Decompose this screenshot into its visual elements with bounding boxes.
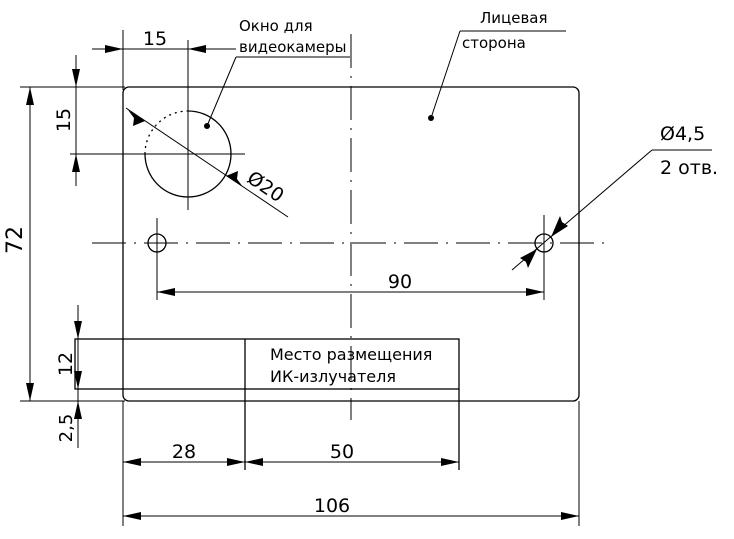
dim-holes-spacing: 90 — [157, 271, 544, 296]
ir-place-label-2: ИК-излучателя — [270, 367, 396, 386]
camera-window-circle — [137, 40, 245, 210]
camera-window-callout: Окно для видеокамеры — [204, 17, 350, 129]
dim-ir-offset-y: 2,5 — [56, 389, 82, 448]
dim-window-offset-x: 15 — [92, 28, 236, 53]
dim-ir-offset-x: 28 — [123, 441, 245, 466]
mounting-hole-left — [147, 218, 167, 300]
hole-diameter-text: Ø4,5 — [660, 123, 705, 145]
dim-ir-width: 50 — [245, 441, 459, 466]
ir-emitter-area — [74, 338, 460, 390]
dim-width-total: 106 — [123, 495, 579, 520]
front-side-label-1: Лицевая — [480, 9, 548, 27]
camera-window-label-1: Окно для — [239, 17, 313, 35]
mounting-hole-right — [534, 215, 554, 300]
ir-place-label-1: Место размещения — [270, 345, 432, 364]
front-side-label-2: сторона — [462, 34, 526, 52]
dim-height-total: 72 — [3, 87, 34, 401]
dim-ir-offset-x-text: 28 — [172, 441, 196, 463]
camera-window-label-2: видеокамеры — [239, 38, 347, 56]
dim-window-diameter-text: Ø20 — [243, 167, 288, 207]
dim-ir-width-text: 50 — [330, 441, 354, 463]
dim-height-total-text: 72 — [3, 226, 28, 254]
hole-count-text: 2 отв. — [660, 157, 718, 179]
front-side-callout: Лицевая сторона — [428, 9, 566, 121]
dim-width-total-text: 106 — [314, 495, 350, 517]
hole-callout: Ø4,5 2 отв. — [511, 123, 718, 271]
dim-window-offset-x-text: 15 — [143, 28, 167, 50]
dim-ir-height-text: 12 — [55, 352, 77, 376]
dim-window-offset-y: 15 — [53, 55, 80, 186]
dim-ir-height: 12 — [55, 305, 82, 389]
dim-window-offset-y-text: 15 — [53, 108, 75, 132]
dim-holes-spacing-text: 90 — [388, 271, 412, 293]
dim-ir-offset-y-text: 2,5 — [56, 414, 77, 443]
